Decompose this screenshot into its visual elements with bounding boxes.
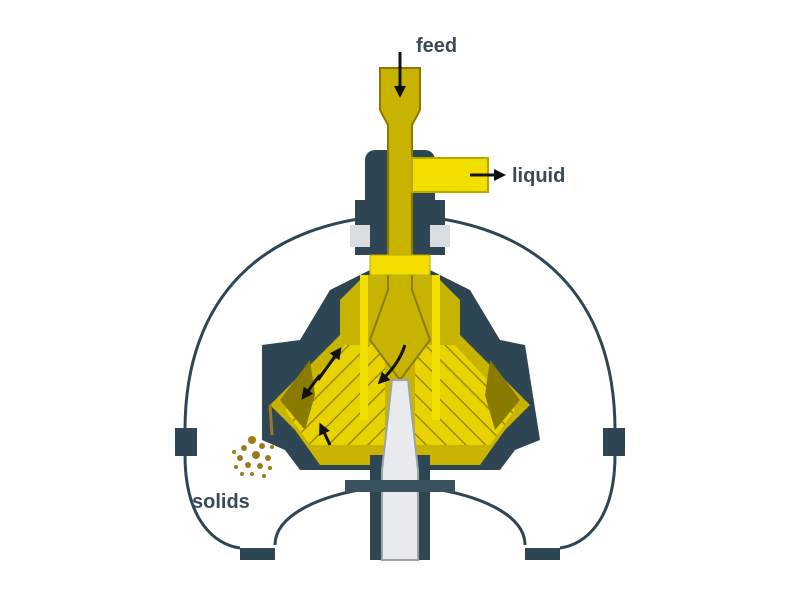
liquid-outlet	[360, 157, 489, 420]
feed-tube	[368, 67, 432, 382]
flow-arrows	[301, 52, 506, 446]
solids-discharge	[232, 404, 274, 478]
arrow-icon	[319, 422, 332, 446]
label-liquid: liquid	[512, 165, 566, 187]
arrow-icon	[301, 374, 322, 400]
label-solids: solids	[192, 491, 250, 513]
arrow-icon	[316, 347, 342, 381]
arrow-icon	[377, 344, 407, 385]
label-feed: feed	[416, 35, 458, 57]
spindle	[345, 379, 455, 561]
